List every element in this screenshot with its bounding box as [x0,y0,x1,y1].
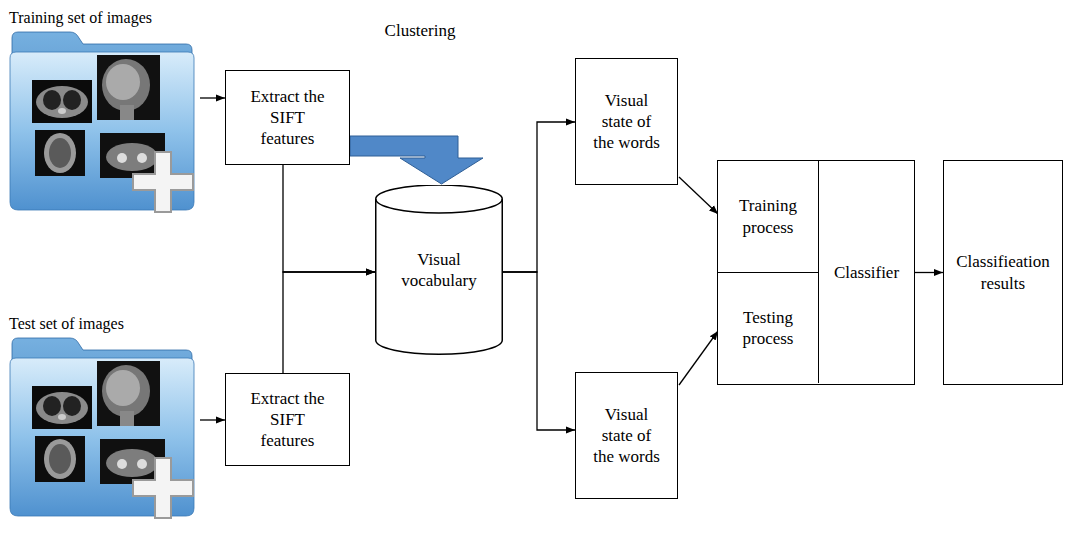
process-box: Visual state of the words [575,372,678,499]
process-cell: Training process [718,161,819,273]
label-area: Classifier [819,161,914,384]
node-label: Classifieation results [951,251,1056,294]
connector-arrow [503,122,575,272]
image-set: Test set of images [6,310,200,518]
connector-arrow [915,272,943,273]
database-cylinder: Visual vocabulary [375,185,503,355]
connector-arrow [200,97,225,98]
edge-label: Clustering [383,20,458,41]
node-label: Visual state of the words [592,404,662,468]
node-label: Classifier [834,262,899,283]
process-box: Extract the SIFT features [225,70,350,165]
connector-arrow [283,272,375,373]
node-label: Visual vocabulary [394,249,484,292]
connector-arrow [200,419,225,420]
image-set: Training set of images [6,4,200,212]
connector-arrow [283,165,375,272]
cylinder-outline [375,185,503,355]
connector-arrow [679,331,718,385]
node-label: Training process [726,195,811,238]
cylinder-rim [376,199,503,213]
classifier-box: Classifier Training processTesting proces… [717,160,915,385]
process-box: Extract the SIFT features [225,373,350,466]
node-label: Extract the SIFT features [244,388,332,452]
cylinder-body [376,185,503,354]
set-heading: Test set of images [9,314,124,334]
training-folder-icon [10,32,194,212]
set-heading: Training set of images [9,8,152,28]
process-box: Visual state of the words [575,58,678,185]
connector-arrow [679,177,718,214]
connector-arrow [503,272,575,430]
process-cell: Testing process [718,273,819,383]
test-folder-icon [10,338,194,518]
process-box: Classifieation results [943,160,1063,385]
node-label: Extract the SIFT features [244,86,332,150]
node-label: Testing process [726,307,811,350]
node-label: Visual state of the words [592,90,662,154]
block-arrow [350,136,483,184]
